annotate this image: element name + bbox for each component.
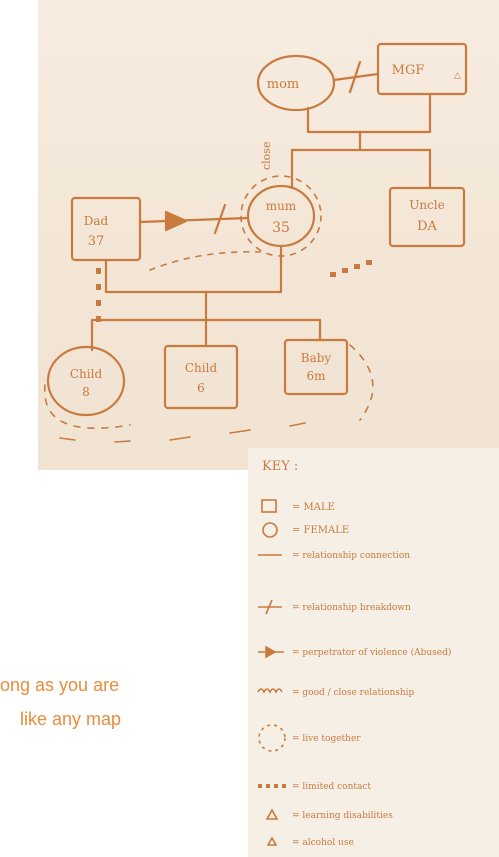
key-broken-line-symbol bbox=[258, 599, 282, 615]
key-photo bbox=[248, 448, 499, 857]
key-triangle-symbol bbox=[265, 808, 279, 820]
baby-label: Baby bbox=[301, 351, 332, 365]
key-item-close: = good / close relationship bbox=[292, 688, 415, 698]
key-dashed-circle-symbol bbox=[258, 724, 286, 752]
dad-node bbox=[70, 196, 142, 262]
key-item-perpetrator: = perpetrator of violence (Abused) bbox=[292, 647, 451, 658]
uncle-label: Uncle bbox=[409, 198, 445, 212]
key-title: KEY : bbox=[262, 459, 298, 474]
baby-node bbox=[283, 338, 349, 396]
child2-label: Child bbox=[185, 361, 218, 375]
key-item-alcohol: = alcohol use bbox=[292, 838, 354, 848]
mum-live-together-circle bbox=[240, 175, 322, 257]
dad-label: Dad bbox=[84, 214, 109, 228]
key-dots-symbol bbox=[258, 784, 286, 788]
mom-label: mom bbox=[267, 77, 299, 92]
dad-age: 37 bbox=[88, 234, 105, 249]
key-item-female: = FEMALE bbox=[292, 525, 349, 536]
uncle-node bbox=[388, 186, 466, 248]
key-item-learning: = learning disabilities bbox=[292, 811, 393, 821]
breakdown-slash-parents bbox=[213, 203, 227, 235]
mum-label: mum bbox=[266, 199, 297, 213]
mgf-node bbox=[376, 42, 468, 96]
mgf-triangle-mark: △ bbox=[454, 71, 461, 81]
key-circle-symbol bbox=[262, 522, 278, 538]
children-live-together bbox=[44, 344, 374, 429]
mum-age: 35 bbox=[272, 220, 290, 236]
key-item-connection: = relationship connection bbox=[292, 551, 410, 561]
child1-label: Child bbox=[70, 367, 103, 381]
key-item-breakdown: = relationship breakdown bbox=[292, 603, 411, 613]
uncle-age: DA bbox=[417, 219, 437, 234]
caption-line-2: like any map bbox=[20, 709, 122, 729]
key-symbols bbox=[257, 499, 286, 846]
breakdown-slash bbox=[348, 60, 362, 94]
child2-node bbox=[163, 344, 239, 410]
caption-line-1: ong as you are bbox=[0, 675, 120, 695]
key-square-symbol bbox=[261, 499, 277, 513]
close-side-label: close bbox=[260, 142, 273, 170]
key-triangle-small-symbol bbox=[266, 836, 278, 846]
key-item-live-together: = live together bbox=[292, 734, 361, 744]
child2-age: 6 bbox=[197, 381, 205, 395]
mum-node bbox=[246, 184, 316, 248]
mgf-label: MGF bbox=[392, 63, 425, 78]
perpetrator-arrow bbox=[164, 210, 188, 232]
child1-node bbox=[46, 345, 126, 417]
key-arrow-head bbox=[265, 645, 277, 659]
mom-node bbox=[256, 54, 336, 112]
key-scribble-symbol bbox=[257, 688, 283, 694]
baby-age: 6m bbox=[306, 369, 326, 383]
key-item-male: = MALE bbox=[292, 502, 335, 513]
household-boundary bbox=[149, 251, 261, 271]
genogram-photo bbox=[38, 0, 499, 470]
key-item-limited-contact: = limited contact bbox=[292, 782, 371, 792]
child1-age: 8 bbox=[82, 385, 90, 399]
